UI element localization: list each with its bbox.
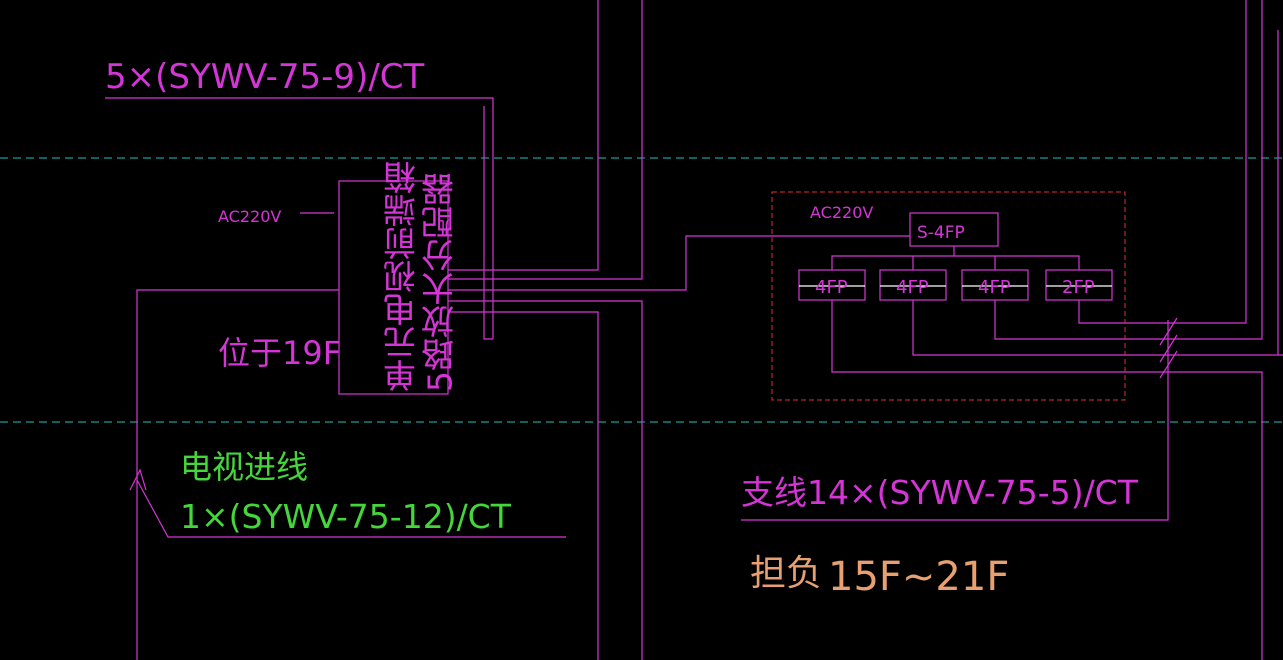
- frontend-box-line1: 单元电视前端箱: [383, 161, 422, 392]
- output-wire-4: [448, 311, 599, 660]
- tv-in-leader: [136, 479, 566, 538]
- tv-in-title: 电视进线: [180, 448, 308, 486]
- ac-left-label: AC220V: [218, 207, 281, 226]
- cable-top-wire-inner: [483, 106, 493, 340]
- branch-label-4: 2FP: [1062, 277, 1095, 298]
- branch-label-1: 4FP: [815, 277, 848, 298]
- tv-in-cable: 1×(SYWV-75-12)/CT: [180, 497, 512, 536]
- distribution-enclosure: [771, 191, 1126, 401]
- wiring: [105, 0, 1283, 660]
- ac-right-label: AC220V: [810, 203, 873, 222]
- serve-floors: 15F~21F: [828, 554, 1009, 600]
- output-wire-2: [448, 0, 643, 280]
- branch-out-2: [912, 300, 1283, 356]
- cable-top-label: 5×(SYWV-75-9)/CT: [105, 57, 425, 97]
- branch-out-4: [1078, 0, 1247, 324]
- frontend-box-line2: 5路放大分配器: [421, 173, 460, 392]
- branch-cable-label: 支线14×(SYWV-75-5)/CT: [741, 473, 1139, 512]
- cable-top-wire: [105, 97, 494, 339]
- tv-in-arrow: [129, 468, 147, 491]
- location-label: 位于19F: [218, 334, 341, 372]
- serve-prefix: 担负: [750, 553, 822, 594]
- bundle-hatch-3: [1159, 350, 1178, 379]
- branch-label-3: 4FP: [978, 277, 1011, 298]
- branch-out-1: [831, 300, 1263, 660]
- annotations: 5×(SYWV-75-9)/CT AC220V 单元电视前端箱 5路放大分配器 …: [105, 57, 1139, 600]
- bundle-hatch-2: [1159, 334, 1178, 363]
- output-wire-1: [448, 0, 599, 271]
- splitter-drop-4: [954, 255, 1080, 270]
- branch-out-3: [994, 0, 1263, 340]
- left-riser-wire: [136, 289, 339, 660]
- bundle-hatch-1: [1159, 317, 1178, 346]
- frontend-box: [338, 180, 449, 395]
- output-wire-3: [448, 235, 910, 291]
- output-wire-5: [448, 300, 643, 660]
- branch-cable-leader: [741, 320, 1169, 521]
- splitter-main-label: S-4FP: [917, 223, 965, 243]
- branch-label-2: 4FP: [896, 277, 929, 298]
- splitter-bus: [831, 246, 955, 270]
